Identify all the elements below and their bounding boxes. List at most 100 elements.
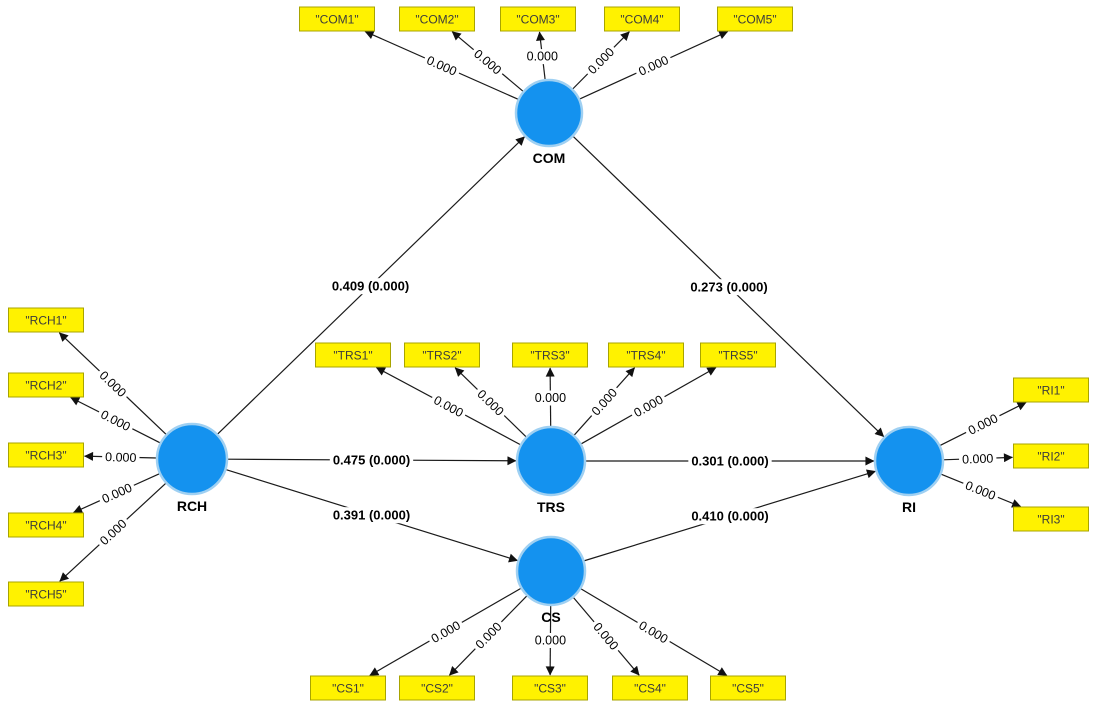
loading-value-RI3: 0.000 xyxy=(960,476,1001,505)
loading-value-CS1: 0.000 xyxy=(425,616,466,648)
label-background xyxy=(523,49,561,65)
indicator-label-TRS5: "TRS5" xyxy=(718,348,757,362)
indicator-COM2[interactable]: "COM2" xyxy=(399,6,475,32)
latent-node-COM[interactable] xyxy=(514,78,584,148)
loading-value-CS5: 0.000 xyxy=(633,616,674,649)
indicator-label-TRS1: "TRS1" xyxy=(333,348,372,362)
indicator-RCH3[interactable]: "RCH3" xyxy=(8,442,84,468)
label-background xyxy=(633,616,674,649)
indicator-TRS2[interactable]: "TRS2" xyxy=(404,342,480,368)
latent-RI[interactable]: RI xyxy=(873,425,945,515)
indicator-label-RI3: "RI3" xyxy=(1037,512,1064,526)
indicator-box-TRS4[interactable] xyxy=(608,342,684,368)
indicator-box-RCH4[interactable] xyxy=(8,512,84,538)
indicator-box-COM1[interactable] xyxy=(299,6,375,32)
latent-COM[interactable]: COM xyxy=(514,78,584,166)
indicator-box-RCH3[interactable] xyxy=(8,442,84,468)
loading-value-RCH3: 0.000 xyxy=(101,449,140,466)
label-background xyxy=(586,383,623,421)
indicator-box-RI3[interactable] xyxy=(1013,506,1089,532)
loading-value-TRS5: 0.000 xyxy=(628,390,669,423)
indicator-RI3[interactable]: "RI3" xyxy=(1013,506,1089,532)
latent-node-RI[interactable] xyxy=(873,425,945,497)
indicator-box-CS2[interactable] xyxy=(399,675,475,701)
latent-node-CS[interactable] xyxy=(515,535,587,607)
indicator-RCH2[interactable]: "RCH2" xyxy=(8,372,84,398)
indicator-RCH5[interactable]: "RCH5" xyxy=(8,581,84,607)
indicator-TRS5[interactable]: "TRS5" xyxy=(700,342,776,368)
loading-value-RI2: 0.000 xyxy=(958,450,997,468)
loading-value-COM1: 0.000 xyxy=(421,51,462,81)
loading-value-COM2: 0.000 xyxy=(468,44,507,80)
indicator-TRS4[interactable]: "TRS4" xyxy=(608,342,684,368)
loading-value-TRS4: 0.000 xyxy=(586,383,623,421)
path-coefficient-RCH-COM: 0.409 (0.000) xyxy=(328,278,413,295)
indicator-CS1[interactable]: "CS1" xyxy=(310,675,386,701)
indicator-CS2[interactable]: "CS2" xyxy=(399,675,475,701)
latent-TRS[interactable]: TRS xyxy=(515,425,587,515)
latent-node-TRS[interactable] xyxy=(515,425,587,497)
loading-value-RCH5: 0.000 xyxy=(94,514,133,551)
indicator-box-TRS3[interactable] xyxy=(512,342,588,368)
indicator-box-CS1[interactable] xyxy=(310,675,386,701)
indicator-CS4[interactable]: "CS4" xyxy=(612,675,688,701)
indicator-COM1[interactable]: "COM1" xyxy=(299,6,375,32)
loading-value-CS2: 0.000 xyxy=(470,617,508,655)
label-background xyxy=(688,453,772,470)
indicator-label-RI2: "RI2" xyxy=(1037,449,1064,463)
label-background xyxy=(94,514,133,551)
indicator-RI1[interactable]: "RI1" xyxy=(1013,377,1089,403)
indicator-box-TRS2[interactable] xyxy=(404,342,480,368)
indicator-COM4[interactable]: "COM4" xyxy=(604,6,680,32)
indicator-RCH1[interactable]: "RCH1" xyxy=(8,307,84,333)
indicator-box-COM2[interactable] xyxy=(399,6,475,32)
loading-value-TRS3: 0.000 xyxy=(531,390,570,406)
indicator-box-CS5[interactable] xyxy=(710,675,786,701)
latent-CS[interactable]: CS xyxy=(515,535,587,625)
latent-label-TRS: TRS xyxy=(537,499,565,515)
indicator-COM5[interactable]: "COM5" xyxy=(717,6,793,32)
indicator-box-COM5[interactable] xyxy=(717,6,793,32)
latent-label-CS: CS xyxy=(541,609,560,625)
indicator-box-RCH5[interactable] xyxy=(8,581,84,607)
loading-value-TRS5-text: 0.000 xyxy=(631,393,665,421)
label-background xyxy=(531,390,570,406)
indicator-CS3[interactable]: "CS3" xyxy=(512,675,588,701)
indicator-box-RCH1[interactable] xyxy=(8,307,84,333)
indicator-label-CS1: "CS1" xyxy=(332,681,364,695)
loading-value-RCH4: 0.000 xyxy=(96,478,138,508)
indicator-box-CS4[interactable] xyxy=(612,675,688,701)
indicator-box-COM4[interactable] xyxy=(604,6,680,32)
indicator-label-RCH3: "RCH3" xyxy=(25,448,66,462)
indicator-box-COM3[interactable] xyxy=(500,6,576,32)
indicator-COM3[interactable]: "COM3" xyxy=(500,6,576,32)
indicator-TRS1[interactable]: "TRS1" xyxy=(315,342,391,368)
label-background xyxy=(95,405,136,436)
latent-node-RCH[interactable] xyxy=(155,422,229,496)
label-background xyxy=(328,278,413,295)
indicator-box-TRS5[interactable] xyxy=(700,342,776,368)
path-coefficient-RCH-TRS-text: 0.475 (0.000) xyxy=(333,453,410,468)
nodes-layer: "COM1" "COM2" "COM3" "COM4" "COM5" "RCH1" "RCH… xyxy=(8,6,1089,701)
indicator-label-COM2: "COM2" xyxy=(415,12,458,26)
latent-RCH[interactable]: RCH xyxy=(155,422,229,514)
indicator-RCH4[interactable]: "RCH4" xyxy=(8,512,84,538)
indicator-CS5[interactable]: "CS5" xyxy=(710,675,786,701)
indicator-box-TRS1[interactable] xyxy=(315,342,391,368)
loading-value-COM5-text: 0.000 xyxy=(636,53,670,79)
loading-value-RCH3-text: 0.000 xyxy=(105,450,137,465)
indicator-box-CS3[interactable] xyxy=(512,675,588,701)
indicator-box-RCH2[interactable] xyxy=(8,372,84,398)
label-background xyxy=(633,51,674,81)
loading-value-TRS3-text: 0.000 xyxy=(535,391,566,405)
indicator-TRS3[interactable]: "TRS3" xyxy=(512,342,588,368)
indicator-label-COM3: "COM3" xyxy=(516,12,559,26)
path-coefficient-CS-RI: 0.410 (0.000) xyxy=(688,508,772,525)
loading-value-CS3-text: 0.000 xyxy=(535,634,566,648)
indicator-box-RI2[interactable] xyxy=(1013,443,1089,469)
indicator-RI2[interactable]: "RI2" xyxy=(1013,443,1089,469)
label-background xyxy=(421,51,462,81)
path-coefficient-CS-RI-text: 0.410 (0.000) xyxy=(691,509,768,524)
indicator-box-RI1[interactable] xyxy=(1013,377,1089,403)
label-background xyxy=(96,478,138,508)
